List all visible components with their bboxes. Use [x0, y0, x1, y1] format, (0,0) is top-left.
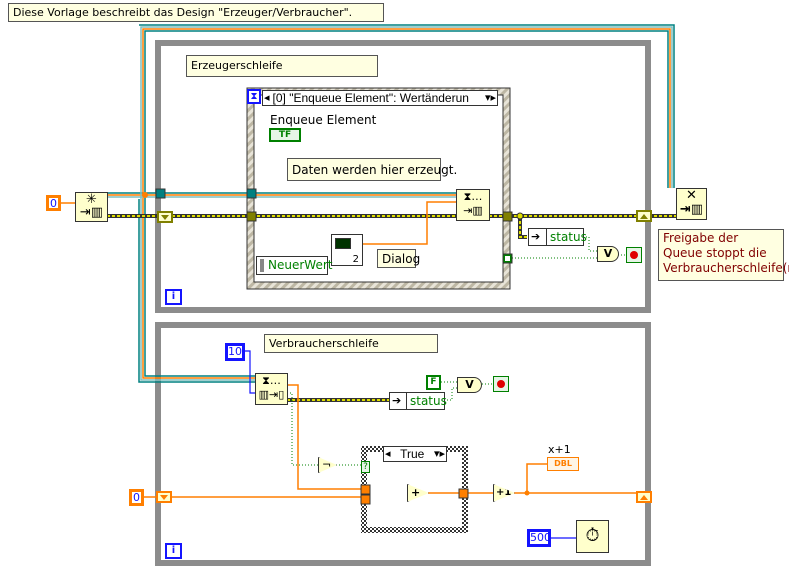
newvalue-terminal[interactable]: NeuerWert: [256, 256, 332, 275]
timeout-constant[interactable]: 10: [225, 343, 245, 361]
consumer-stop-terminal[interactable]: [493, 376, 509, 392]
dequeue-element-node[interactable]: ⧗…▥⇥▯: [255, 373, 288, 405]
queue-size-constant[interactable]: 0: [46, 195, 61, 211]
arrow-right-icon: ➔: [392, 394, 402, 407]
close-icon: ✕⇥▥: [679, 188, 704, 217]
obtain-queue-node[interactable]: ✳⇥▥: [75, 192, 108, 222]
hourglass-icon: ⧗: [247, 89, 261, 104]
release-queue-node[interactable]: ✕⇥▥: [676, 188, 707, 220]
enqueue-element-node[interactable]: ⧗…⇥▥: [456, 189, 490, 221]
iteration-terminal: i: [165, 289, 182, 305]
wait-ms-constant[interactable]: 500: [527, 529, 551, 547]
consumer-while-loop: [155, 322, 651, 566]
top-comment: Diese Vorlage beschreibt das Design "Erz…: [8, 3, 384, 22]
consumer-iteration-terminal: i: [165, 543, 182, 559]
wait-ms-node[interactable]: ⏱: [576, 520, 609, 553]
indicator-caption: x+1: [548, 443, 571, 456]
release-queue-comment: Freigabe der Queue stoppt die Verbrauche…: [658, 229, 789, 281]
metronome-icon: ⏱: [585, 525, 600, 546]
init-constant[interactable]: 0: [129, 489, 144, 506]
dequeue-icon: ⧗…▥⇥▯: [258, 374, 285, 401]
waveform-generator-node[interactable]: 2: [331, 234, 363, 266]
arrow-left-icon[interactable]: ◂: [264, 91, 270, 104]
event-selector[interactable]: ◂ [0] "Enqueue Element": Wertänderun ▾▸: [262, 90, 498, 106]
or-gate[interactable]: V: [597, 246, 619, 262]
consumer-or-gate[interactable]: V: [457, 377, 482, 393]
consumer-loop-label: Verbraucherschleife: [264, 334, 438, 353]
enqueue-icon: ⧗…⇥▥: [463, 190, 483, 217]
enqueue-boolean-terminal[interactable]: TF: [269, 128, 301, 142]
arrow-right-icon: ➔: [531, 230, 541, 243]
producer-loop-label: Erzeugerschleife: [186, 55, 378, 77]
dialog-label: Dialog: [377, 249, 420, 268]
dropdown-icon[interactable]: ▾▸: [433, 447, 445, 460]
case-selector-terminal[interactable]: ?: [361, 461, 370, 473]
consumer-error-status-unbundle[interactable]: ➔ status: [389, 392, 447, 410]
data-generated-comment: Daten werden hier erzeugt.: [287, 158, 457, 181]
case-selector[interactable]: ◂ True ▾▸: [383, 446, 447, 462]
stop-terminal[interactable]: [626, 247, 642, 263]
false-constant[interactable]: F: [426, 375, 441, 390]
dropdown-icon[interactable]: ▾▸: [484, 91, 496, 104]
arrow-left-icon[interactable]: ◂: [385, 447, 391, 460]
obtain-queue-icon: ✳⇥▥: [79, 192, 104, 220]
error-status-unbundle[interactable]: ➔ status: [528, 228, 587, 246]
dbl-indicator[interactable]: DBL: [547, 457, 579, 471]
waveform-icon: [335, 238, 351, 249]
enqueue-element-label: Enqueue Element: [270, 113, 377, 127]
producer-while-loop: [155, 40, 651, 313]
